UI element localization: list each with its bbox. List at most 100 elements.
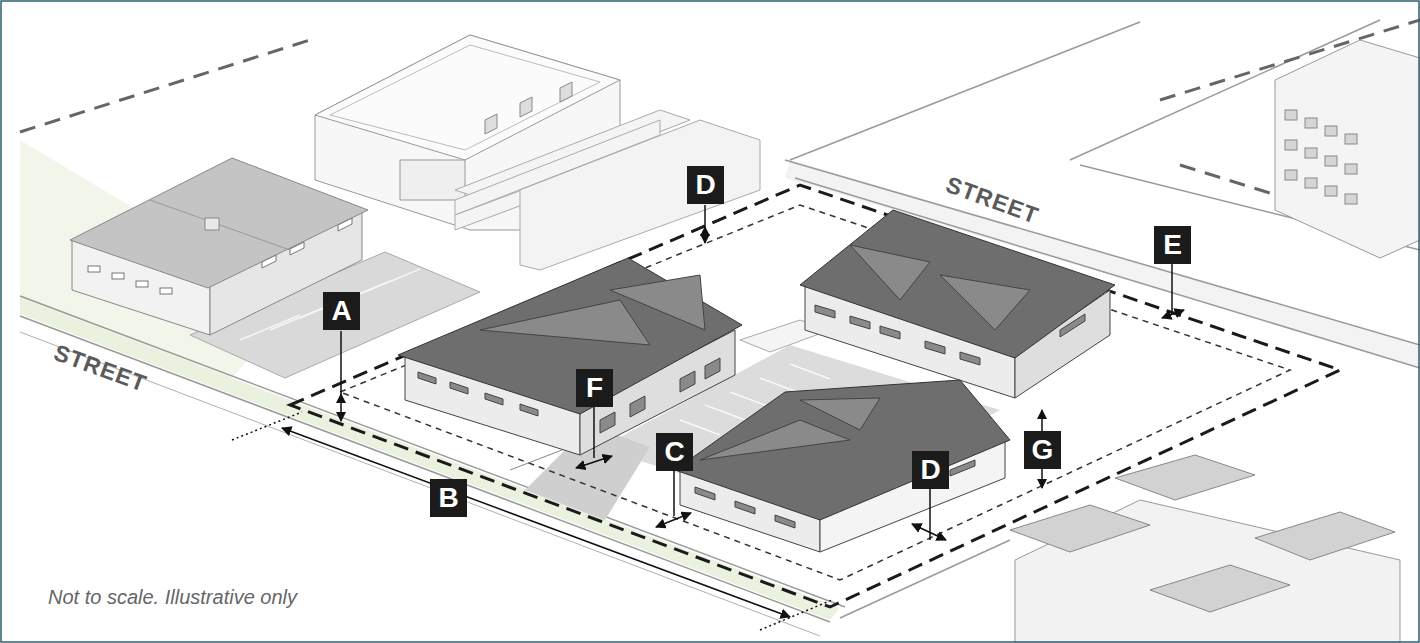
site-buildings xyxy=(815,305,835,318)
street-name: STREET xyxy=(942,171,1042,229)
neighbour-buildings xyxy=(360,269,420,294)
site-buildings xyxy=(1060,314,1085,337)
callout-letter: A xyxy=(323,292,360,330)
site-buildings xyxy=(418,372,436,384)
site-paving xyxy=(730,392,770,407)
site-buildings xyxy=(880,326,900,339)
site-buildings xyxy=(800,210,1115,358)
neighbour-buildings xyxy=(1285,110,1357,204)
neighbour-buildings xyxy=(150,200,290,250)
callout-letter: E xyxy=(1154,226,1191,264)
neighbour-buildings xyxy=(160,288,172,294)
site-buildings xyxy=(480,300,650,345)
dimension-lines xyxy=(593,407,595,458)
site-buildings xyxy=(520,404,538,416)
site-buildings xyxy=(850,316,870,329)
neighbour-buildings xyxy=(136,281,148,287)
callout-text: E xyxy=(1163,231,1182,259)
site-buildings xyxy=(485,393,503,405)
callout-text: A xyxy=(331,297,351,325)
site-buildings xyxy=(800,398,880,430)
neighbour-buildings xyxy=(1305,148,1317,158)
lot-lines xyxy=(290,185,1340,607)
neighbour-buildings xyxy=(88,218,352,294)
callout-text: G xyxy=(1032,436,1054,464)
dimension-lines xyxy=(704,227,706,243)
site-buildings xyxy=(600,412,615,433)
site-buildings xyxy=(680,371,695,392)
ground xyxy=(20,40,310,132)
site-buildings xyxy=(610,275,705,330)
neighbour-buildings xyxy=(1345,134,1357,144)
site-buildings xyxy=(695,487,715,500)
neighbour-buildings xyxy=(1325,186,1337,196)
dimension-lines xyxy=(912,524,946,540)
dimension-lines xyxy=(656,513,691,527)
neighbour-buildings xyxy=(520,120,760,270)
neighbour-buildings xyxy=(290,242,304,255)
dimension-lines xyxy=(1171,264,1173,314)
neighbour-buildings xyxy=(1345,194,1357,204)
site-buildings xyxy=(815,305,1085,365)
ground xyxy=(790,22,1140,160)
callout-letter: B xyxy=(430,479,467,517)
dimension-lines xyxy=(232,205,1184,630)
site-buildings xyxy=(950,460,975,476)
site-buildings xyxy=(735,501,755,514)
neighbour-buildings xyxy=(1150,565,1290,612)
callout-text: D xyxy=(695,171,715,199)
site-buildings xyxy=(705,358,720,379)
site-buildings xyxy=(675,380,1010,520)
neighbour-buildings xyxy=(1345,164,1357,174)
dimension-lines xyxy=(576,456,612,468)
neighbour-buildings xyxy=(1285,170,1297,180)
neighbour-buildings xyxy=(1305,118,1317,128)
neighbour-buildings xyxy=(1285,140,1297,150)
scale-note: Not to scale. Illustrative only xyxy=(48,586,297,609)
neighbour-buildings xyxy=(338,218,352,231)
site-paving xyxy=(790,364,830,379)
dimension-lines xyxy=(704,205,706,227)
neighbour-buildings xyxy=(560,82,572,102)
dimension-lines xyxy=(673,471,675,516)
dimension-lines xyxy=(282,428,790,617)
neighbour-buildings xyxy=(400,160,465,200)
neighbour-buildings xyxy=(315,35,620,160)
site-paving xyxy=(760,378,800,393)
neighbour-buildings xyxy=(485,114,497,134)
neighbour-buildings xyxy=(240,315,300,340)
site-buildings xyxy=(940,275,1030,330)
dimension-lines xyxy=(1162,310,1184,318)
site-buildings xyxy=(850,245,930,300)
dimension-lines xyxy=(232,412,302,440)
site-buildings xyxy=(700,420,850,460)
neighbour-buildings xyxy=(1255,512,1395,560)
neighbour-buildings xyxy=(520,97,532,117)
callout-text: D xyxy=(920,456,940,484)
neighbour-buildings xyxy=(88,266,100,272)
neighbour-buildings xyxy=(1325,156,1337,166)
dimension-lines xyxy=(760,600,832,630)
neighbour-buildings xyxy=(112,273,124,279)
callout-letter: D xyxy=(912,451,949,489)
callout-text: B xyxy=(438,484,458,512)
site-buildings xyxy=(398,258,742,414)
street-name: STREET xyxy=(50,339,150,397)
neighbour-buildings xyxy=(1275,40,1420,258)
callout-text: F xyxy=(586,374,603,402)
ground xyxy=(840,540,1010,618)
site-buildings xyxy=(925,341,945,354)
site-buildings xyxy=(630,396,645,417)
callout-text: C xyxy=(664,438,684,466)
neighbour-buildings xyxy=(205,218,219,230)
site-buildings xyxy=(398,210,1115,552)
dimension-lines xyxy=(340,331,342,394)
neighbour-buildings xyxy=(262,255,276,268)
neighbour-buildings xyxy=(330,45,600,150)
neighbour-buildings xyxy=(485,82,572,134)
site-buildings xyxy=(418,358,720,433)
